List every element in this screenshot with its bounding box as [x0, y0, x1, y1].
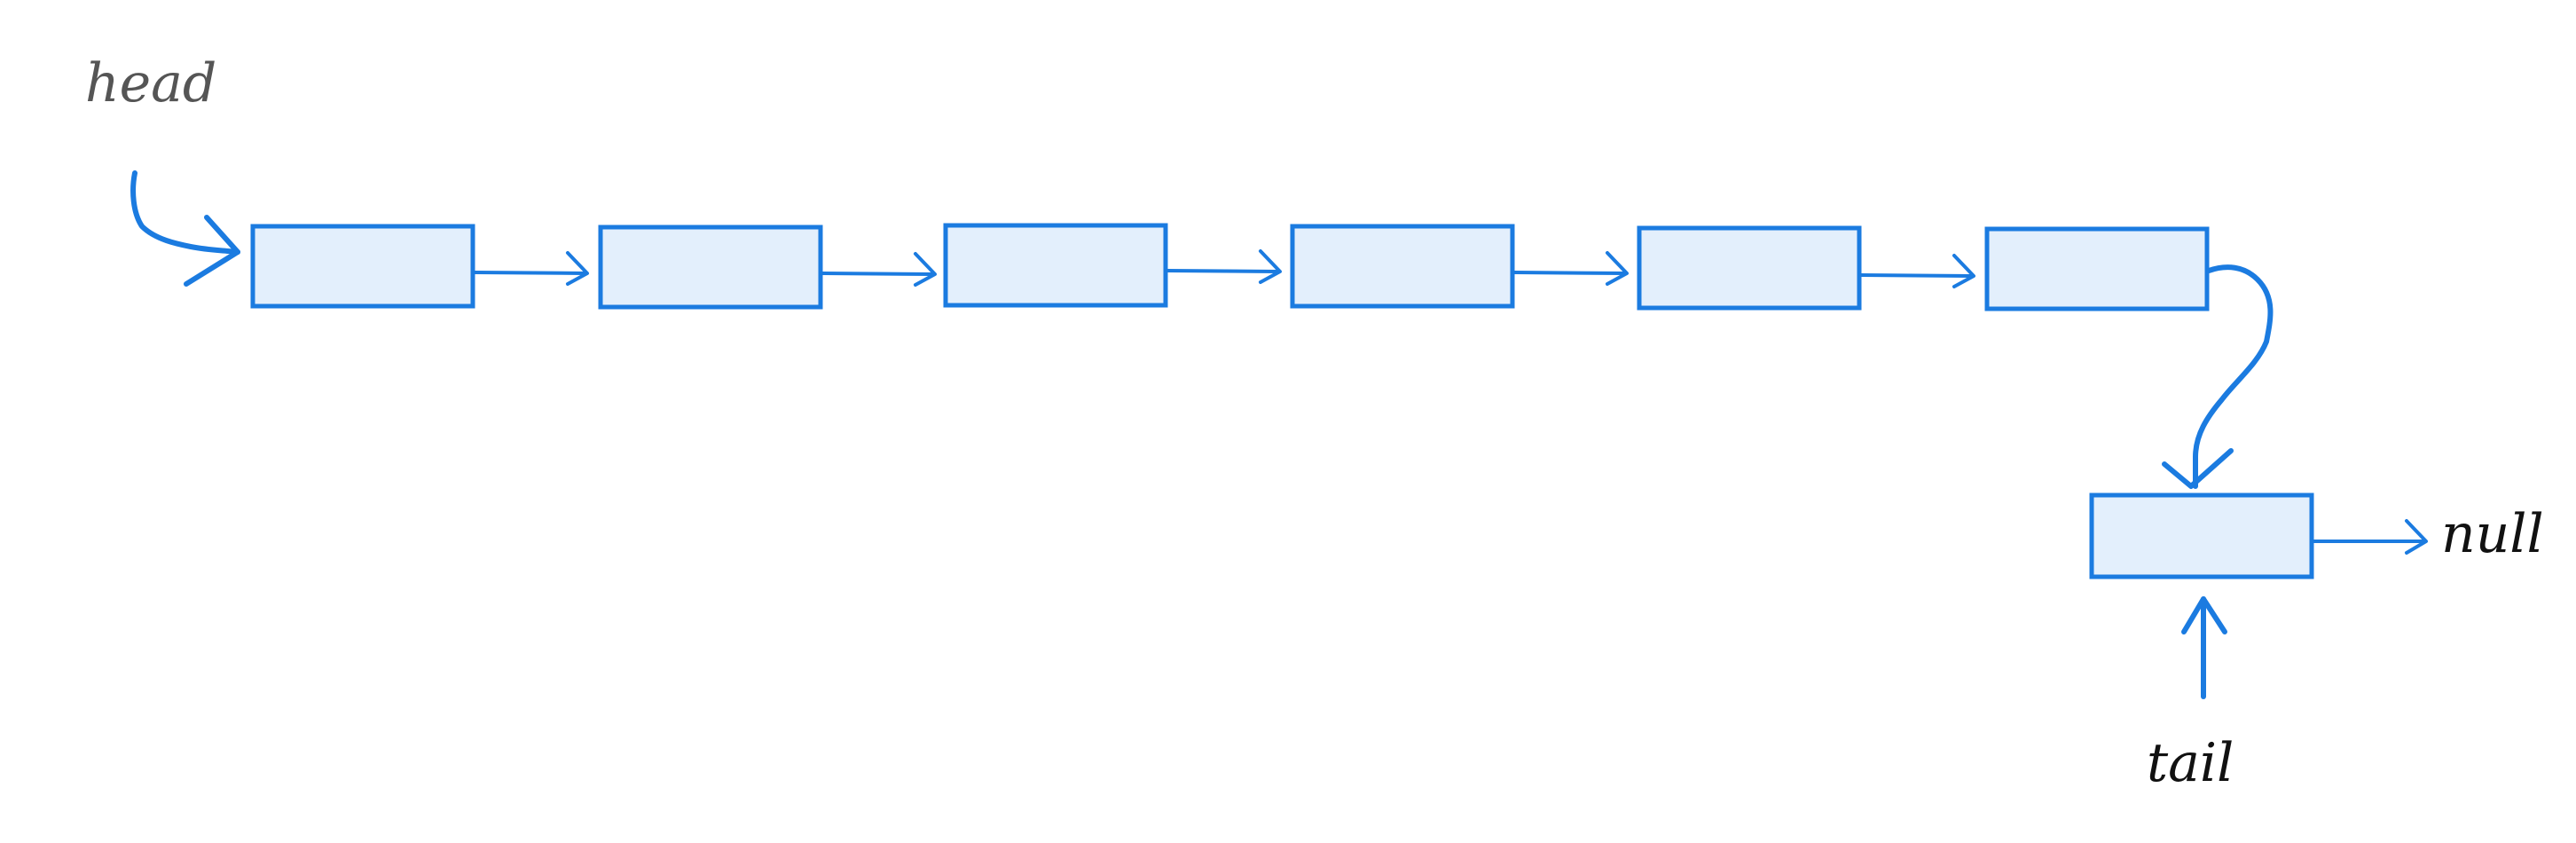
next-arrow-3 [1166, 249, 1282, 284]
null-label: null [2441, 503, 2544, 565]
list-node-2 [598, 225, 823, 310]
list-node-6 [1984, 226, 2210, 311]
tail-node [2089, 492, 2314, 579]
tail-pointer-arrow [2181, 596, 2227, 699]
head-pointer-arrow [130, 170, 240, 287]
null-arrow [2312, 519, 2428, 555]
list-node-4 [1290, 224, 1515, 309]
tail-label: tail [2147, 732, 2234, 794]
next-arrow-1 [473, 251, 589, 286]
next-arrow-5 [1859, 254, 1975, 288]
next-arrow-2 [821, 252, 937, 287]
list-node-3 [943, 223, 1168, 308]
next-arrow-6-curved [2162, 264, 2274, 489]
list-node-5 [1637, 225, 1862, 311]
next-arrow-4 [1512, 251, 1629, 286]
head-label: head [85, 52, 217, 114]
list-node-1 [250, 224, 475, 309]
